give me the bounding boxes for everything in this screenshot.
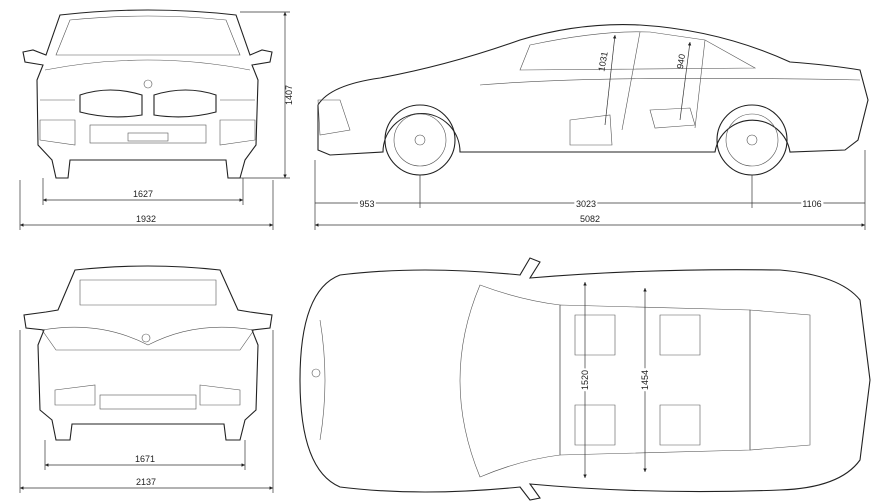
wheelbase-label: 3023 [576,199,596,209]
front-headroom-label: 1031 [596,51,609,72]
front-view [22,9,273,179]
front-overhang-label: 953 [359,199,374,209]
rear-headroom-label: 940 [675,53,687,70]
length-label: 5082 [580,214,600,224]
rear-track-label: 1671 [135,454,155,464]
front-track-label: 1627 [133,189,153,199]
rear-overhang-label: 1106 [802,199,821,209]
bmw-logo-icon [311,368,321,378]
bmw-logo-icon [141,333,151,343]
front-width-label: 1932 [136,214,156,224]
rear-width-label: 2137 [136,477,156,487]
rear-view [23,265,273,441]
side-dimensions: 953 3023 1106 5082 [314,150,866,230]
bmw-logo-icon [143,79,153,89]
side-view: 1031 940 [317,24,869,176]
front-dimensions: 1407 1627 1932 [19,11,294,230]
top-view: 1520 1454 [299,257,871,501]
front-height-label: 1407 [284,85,294,105]
rear-dimensions: 1671 2137 [19,330,274,493]
rear-shoulder-label: 1454 [640,370,650,390]
front-shoulder-label: 1520 [580,370,590,390]
